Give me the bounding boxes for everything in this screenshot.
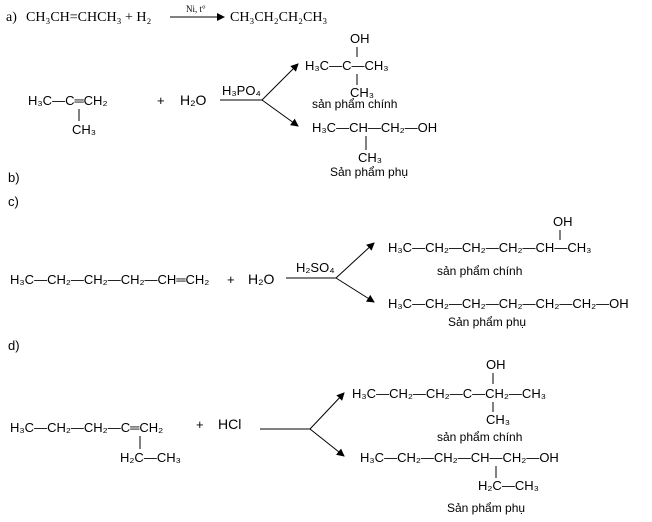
section-c-side-label: Sản phẩm phụ (448, 315, 526, 329)
section-b-main-methyl: CH₃ (350, 85, 374, 100)
section-c-main-product: H₃C—CH₂—CH₂—CH₂—CH—CH₃ (388, 240, 591, 255)
section-d-label: d) (8, 338, 20, 353)
section-b-plus: + (157, 93, 165, 108)
section-a-label: a) (6, 10, 17, 25)
section-b-reactant-methyl: CH₃ (72, 122, 96, 137)
section-b-arrow-main (261, 63, 299, 101)
section-c-reagent: H₂O (248, 271, 275, 287)
section-b-reactant: H₃C—C═CH₂ (28, 93, 108, 108)
section-b-side-methyl: CH₃ (358, 150, 382, 165)
section-b-arrow-side (261, 99, 299, 127)
section-c-label: c) (8, 194, 19, 209)
section-d: d) H₃C—CH₂—CH₂—C═CH₂ H₂C—CH₃ + HCl OH H₃… (8, 338, 559, 515)
section-b-reagent: H₂O (180, 92, 207, 108)
section-c-side-product: H₃C—CH₂—CH₂—CH₂—CH₂—CH₂—OH (388, 296, 629, 311)
section-b-label: b) (8, 170, 20, 185)
section-a-product: CH₃CH₂CH₂CH₃ (230, 10, 327, 25)
section-d-reagent: HCl (218, 416, 241, 432)
section-c-catalyst: H₂SO₄ (296, 260, 335, 275)
section-b-catalyst: H₃PO₄ (222, 83, 261, 98)
section-d-side-product: H₃C—CH₂—CH₂—CH—CH₂—OH (360, 450, 559, 465)
section-b: H₃C—C═CH₂ CH₃ + H₂O H₃PO₄ OH H₃C—C—CH₃ C… (8, 31, 437, 185)
section-d-reactant: H₃C—CH₂—CH₂—C═CH₂ (10, 420, 163, 435)
section-a-reactant: CH₃CH=CHCH₃ + H₂ (26, 10, 151, 25)
section-d-main-methyl: CH₃ (486, 412, 510, 427)
section-c-reactant: H₃C—CH₂—CH₂—CH₂—CH═CH₂ (10, 272, 209, 287)
section-b-main-product: H₃C—C—CH₃ (305, 58, 389, 73)
section-c-main-label: sản phẩm chính (437, 264, 522, 278)
section-c-plus: + (227, 272, 235, 287)
section-d-side-ethyl: H₂C—CH₃ (478, 478, 539, 493)
section-b-main-oh: OH (350, 31, 370, 46)
section-b-side-label: Sản phẩm phụ (330, 165, 408, 179)
section-d-arrow-main (309, 392, 345, 430)
section-c-arrow-main (335, 242, 375, 279)
section-b-main-label: sản phẩm chính (312, 97, 397, 111)
section-d-main-label: sản phẩm chính (437, 430, 522, 444)
section-c-main-oh: OH (553, 214, 573, 229)
section-d-reactant-ethyl: H₂C—CH₃ (120, 450, 181, 465)
section-d-side-label: Sản phẩm phụ (447, 501, 525, 515)
section-b-side-product: H₃C—CH—CH₂—OH (312, 120, 437, 135)
section-d-main-oh: OH (486, 357, 506, 372)
section-c-arrow-side (335, 277, 375, 303)
section-d-arrow-side (309, 428, 345, 457)
section-d-plus: + (196, 417, 204, 432)
section-c: c) H₃C—CH₂—CH₂—CH₂—CH═CH₂ + H₂O H₂SO₄ OH… (8, 194, 629, 329)
section-d-main-product: H₃C—CH₂—CH₂—C—CH₂—CH₃ (352, 386, 546, 401)
section-a: a) CH₃CH=CHCH₃ + H₂ Ni, t° CH₃CH₂CH₂CH₃ (6, 4, 327, 25)
section-a-condition: Ni, t° (186, 4, 206, 14)
